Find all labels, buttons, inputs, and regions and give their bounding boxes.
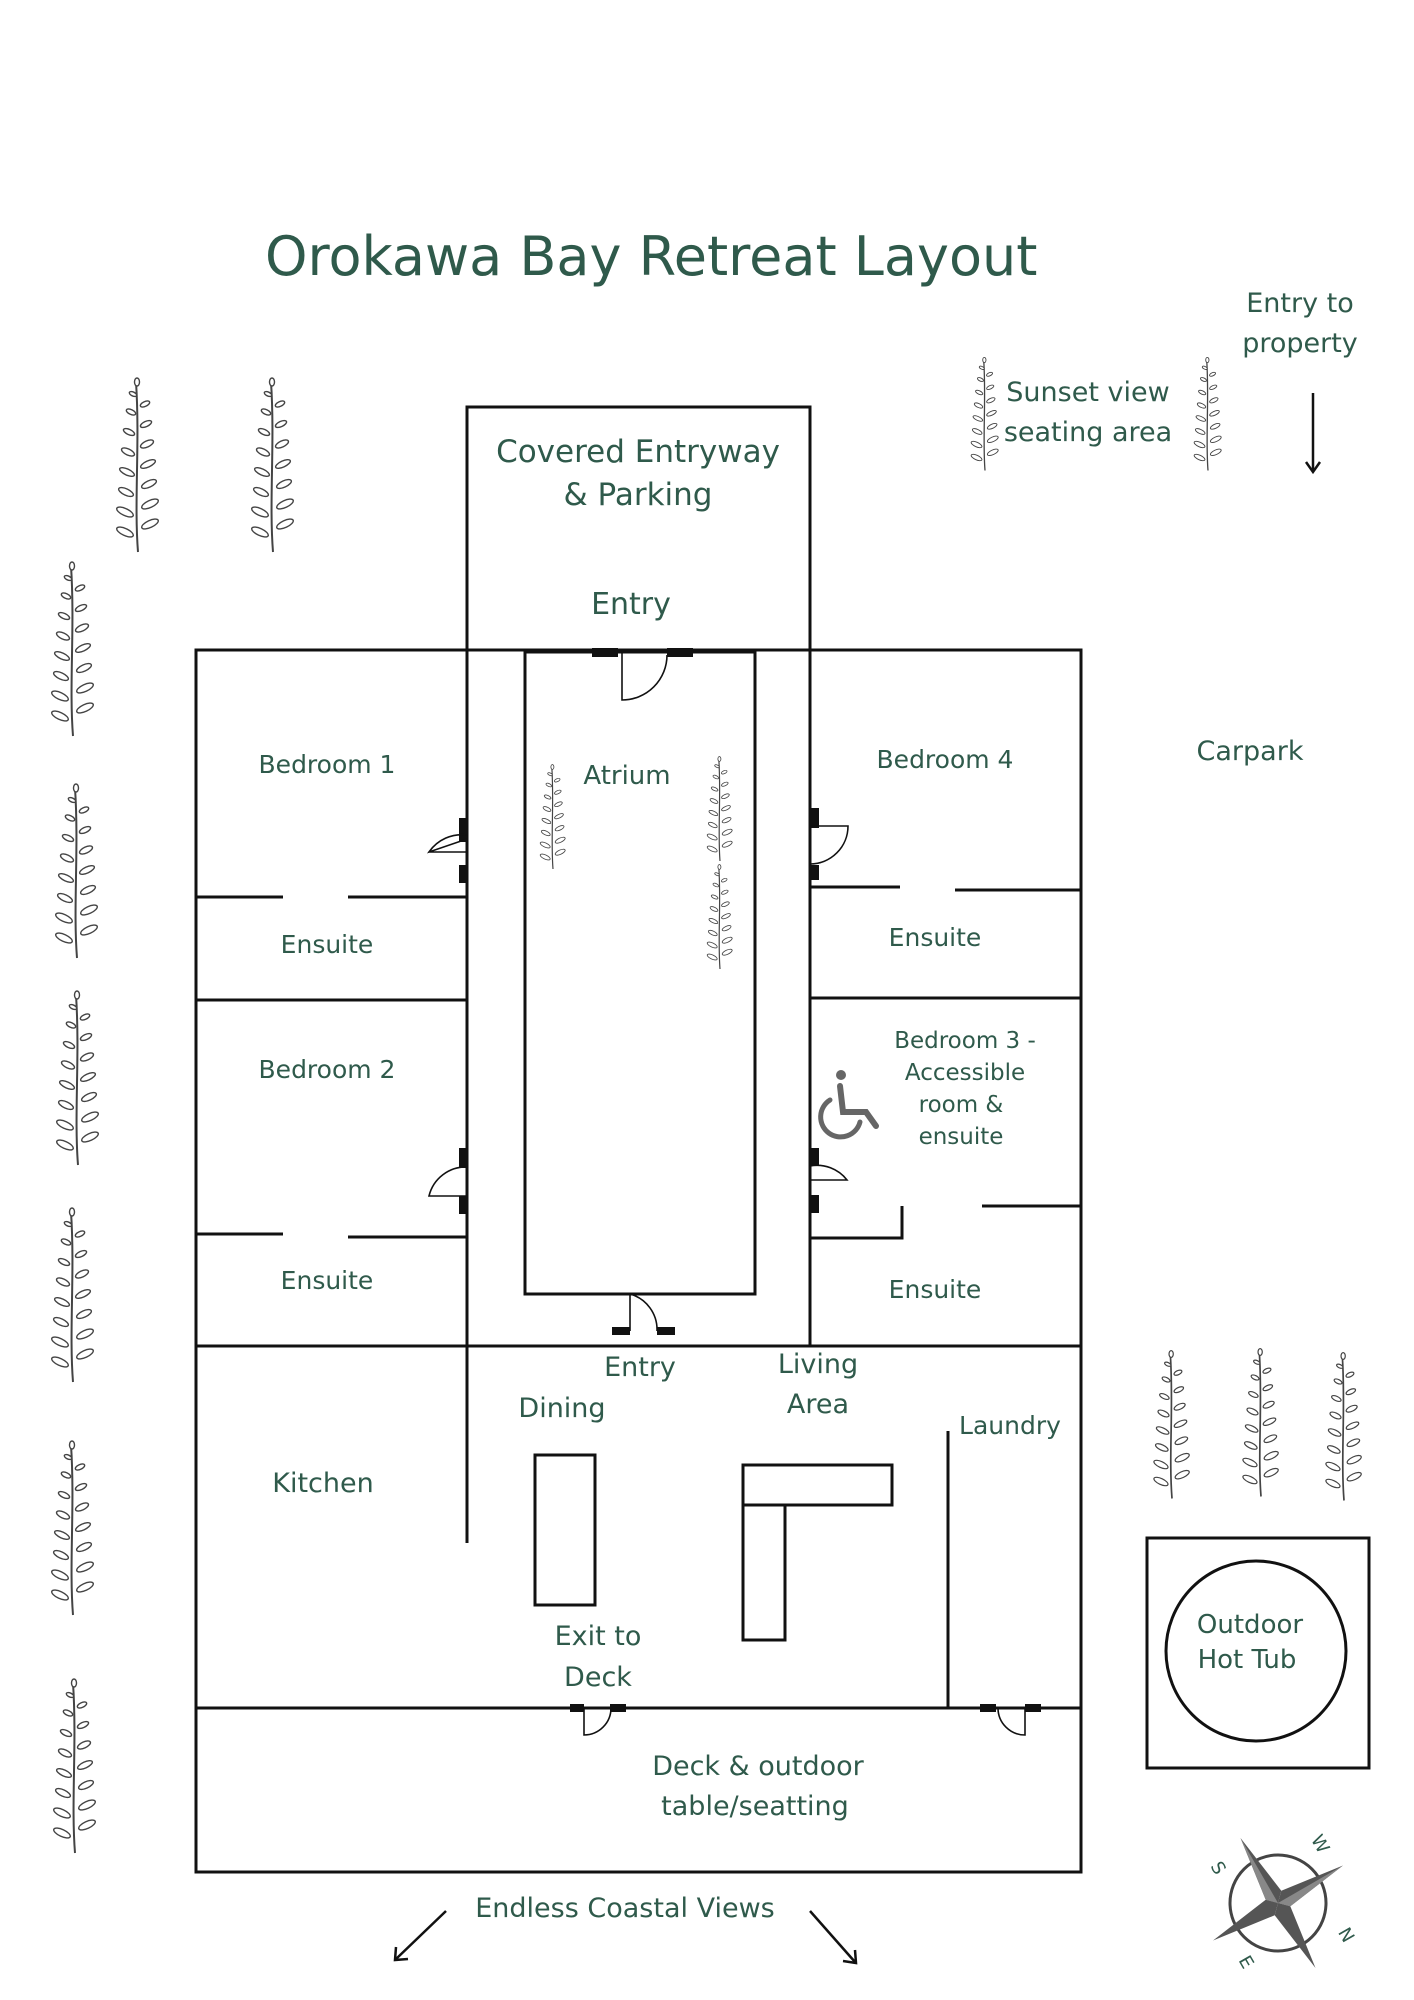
entry-top-label: Entry xyxy=(591,587,671,622)
fern-icon xyxy=(1240,1347,1281,1498)
fern-icon xyxy=(114,377,161,553)
fern-icon xyxy=(1192,356,1223,472)
door-swing-icon[interactable] xyxy=(809,1148,849,1213)
sunset-label-1: Sunset view xyxy=(1006,377,1169,408)
ensuite2-label: Ensuite xyxy=(281,1266,374,1295)
arrows xyxy=(393,393,1322,1965)
entry-lower-label: Entry xyxy=(604,1352,676,1383)
views-label: Endless Coastal Views xyxy=(475,1893,774,1924)
hot-tub-enclosure xyxy=(1145,1536,1371,1770)
doors xyxy=(426,648,1041,1736)
fern-icon xyxy=(1323,1351,1364,1502)
fern-icon xyxy=(51,1678,98,1854)
fern-icon xyxy=(249,377,296,553)
living-label-1: Living xyxy=(778,1349,858,1380)
fern-icon xyxy=(54,990,101,1166)
compass-w: W xyxy=(1306,1831,1333,1857)
compass-s: S xyxy=(1206,1858,1230,1878)
door-swing-icon[interactable] xyxy=(809,808,849,880)
arrow-icon xyxy=(1304,393,1322,475)
covered-entry-label-2: & Parking xyxy=(564,477,713,513)
living-label-2: Area xyxy=(787,1389,849,1420)
entry-property-label-2: property xyxy=(1242,328,1358,359)
fern-icon xyxy=(1151,1349,1192,1500)
hot-tub-label-2: Hot Tub xyxy=(1198,1645,1297,1675)
fern-icon xyxy=(49,561,96,737)
house-outline xyxy=(194,648,1083,1874)
wheelchair-icon xyxy=(818,1070,879,1140)
sofa-top xyxy=(741,1463,894,1507)
atrium-label: Atrium xyxy=(583,761,670,791)
atrium-outline xyxy=(523,650,757,1296)
ensuite3-wall-a xyxy=(810,1206,904,1240)
laundry-label: Laundry xyxy=(959,1411,1061,1440)
door-swing-icon[interactable] xyxy=(980,1704,1041,1736)
compass-n: N xyxy=(1333,1924,1358,1946)
door-swing-icon[interactable] xyxy=(427,1148,468,1214)
ensuite1-label: Ensuite xyxy=(281,930,374,959)
fern-icon xyxy=(705,863,734,970)
covered-entry-label-1: Covered Entryway xyxy=(496,434,780,470)
deck-label-2: table/seatting xyxy=(661,1791,849,1822)
exit-label-2: Deck xyxy=(564,1662,632,1693)
door-swing-icon[interactable] xyxy=(570,1704,626,1736)
fern-icon xyxy=(969,356,1000,472)
door-swing-icon[interactable] xyxy=(612,1292,675,1335)
room-labels: Covered Entryway & Parking Entry Atrium … xyxy=(259,288,1358,1924)
dining-label: Dining xyxy=(518,1393,605,1424)
fern-icon xyxy=(53,783,100,959)
hot-tub xyxy=(1164,1559,1348,1743)
bedroom3-label-2: Accessible xyxy=(905,1060,1025,1086)
carpark-label: Carpark xyxy=(1197,736,1304,767)
door-swing-icon[interactable] xyxy=(592,648,693,701)
kitchen-label: Kitchen xyxy=(272,1468,373,1499)
ferns xyxy=(49,356,1364,1854)
arrow-icon xyxy=(809,1910,858,1965)
bedroom4-label: Bedroom 4 xyxy=(877,745,1014,774)
bedroom3-label-3: room & xyxy=(919,1092,1004,1118)
fern-icon xyxy=(705,755,734,862)
fern-icon xyxy=(538,763,567,870)
ensuite4-label: Ensuite xyxy=(889,923,982,952)
ensuite3-label: Ensuite xyxy=(889,1275,982,1304)
fern-icon xyxy=(49,1207,96,1383)
deck-label-1: Deck & outdoor xyxy=(652,1751,864,1782)
compass-rose-icon: W N E S xyxy=(1206,1831,1358,1972)
sofa-side xyxy=(741,1503,787,1642)
compass-e: E xyxy=(1234,1952,1258,1972)
bedroom3-label-4: ensuite xyxy=(919,1124,1004,1150)
arrow-icon xyxy=(393,1910,447,1962)
sunset-label-2: seating area xyxy=(1004,417,1172,448)
dining-table xyxy=(533,1453,597,1607)
hot-tub-label-1: Outdoor xyxy=(1197,1610,1303,1640)
walls xyxy=(194,405,1371,1874)
bedroom3-label-1: Bedroom 3 - xyxy=(894,1028,1036,1054)
exit-label-1: Exit to xyxy=(555,1621,642,1652)
fern-icon xyxy=(49,1440,96,1616)
bedroom2-label: Bedroom 2 xyxy=(259,1055,396,1084)
bedroom1-label: Bedroom 1 xyxy=(259,750,396,779)
page-title: Orokawa Bay Retreat Layout xyxy=(265,225,1037,288)
door-swing-icon[interactable] xyxy=(426,818,468,883)
entry-property-label-1: Entry to xyxy=(1246,288,1354,319)
